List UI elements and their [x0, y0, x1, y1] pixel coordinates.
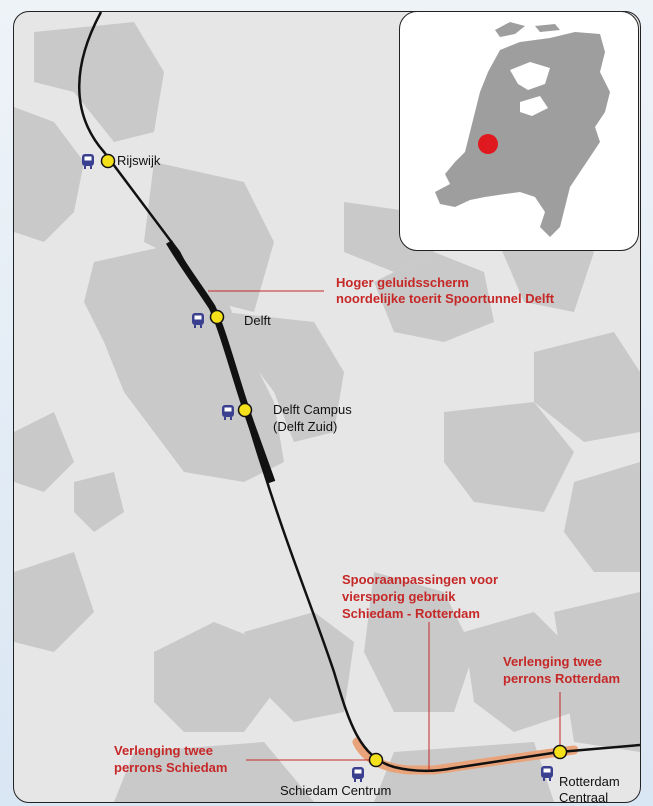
- station-label-rotterdam-sub: Centraal: [559, 790, 609, 803]
- station-label-delft-campus: Delft Campus: [273, 402, 352, 417]
- station-marker-delft-campus[interactable]: [237, 402, 253, 418]
- station-marker-schiedam[interactable]: [368, 752, 384, 768]
- netherlands-map: [435, 22, 610, 237]
- station-markers: [100, 153, 568, 768]
- netherlands-shape: [435, 32, 610, 237]
- station-marker-rotterdam[interactable]: [552, 744, 568, 760]
- station-label-rotterdam: Rotterdam: [559, 774, 620, 789]
- location-marker: [478, 134, 498, 154]
- inset-map: [399, 11, 639, 251]
- annotation-schiedam-platforms-line2: perrons Schiedam: [114, 760, 228, 775]
- annotation-noise-barrier-line2: noordelijke toerit Spoortunnel Delft: [336, 291, 555, 306]
- station-marker-rijswijk[interactable]: [100, 153, 116, 169]
- station-marker-delft[interactable]: [209, 309, 225, 325]
- train-icon: [192, 313, 204, 328]
- wadden-island-2: [535, 24, 560, 32]
- train-icon: [541, 766, 553, 781]
- train-icon: [222, 405, 234, 420]
- station-label-schiedam: Schiedam Centrum: [280, 783, 392, 798]
- leader-lines: [208, 290, 561, 770]
- map-canvas: [14, 12, 640, 802]
- wadden-islands: [495, 22, 525, 37]
- station-label-rijswijk: Rijswijk: [117, 153, 161, 168]
- train-icon: [82, 154, 94, 169]
- train-icons: [82, 154, 553, 782]
- annotation-track-changes-line2: viersporig gebruik: [342, 589, 456, 604]
- annotation-schiedam-platforms-line1: Verlenging twee: [114, 743, 213, 758]
- annotation-track-changes-line1: Spooraanpassingen voor: [342, 572, 499, 587]
- ijsselmeer: [510, 62, 550, 90]
- annotation-noise-barrier-line1: Hoger geluidsscherm: [336, 275, 469, 290]
- annotation-rotterdam-platforms-line1: Verlenging twee: [503, 654, 602, 669]
- station-label-delft: Delft: [244, 313, 271, 328]
- markermeer: [520, 96, 548, 116]
- station-label-delft-campus-sub: (Delft Zuid): [273, 419, 338, 434]
- annotation-track-changes-line3: Schiedam - Rotterdam: [342, 606, 480, 621]
- train-icon: [352, 767, 364, 782]
- annotation-rotterdam-platforms-line2: perrons Rotterdam: [503, 671, 621, 686]
